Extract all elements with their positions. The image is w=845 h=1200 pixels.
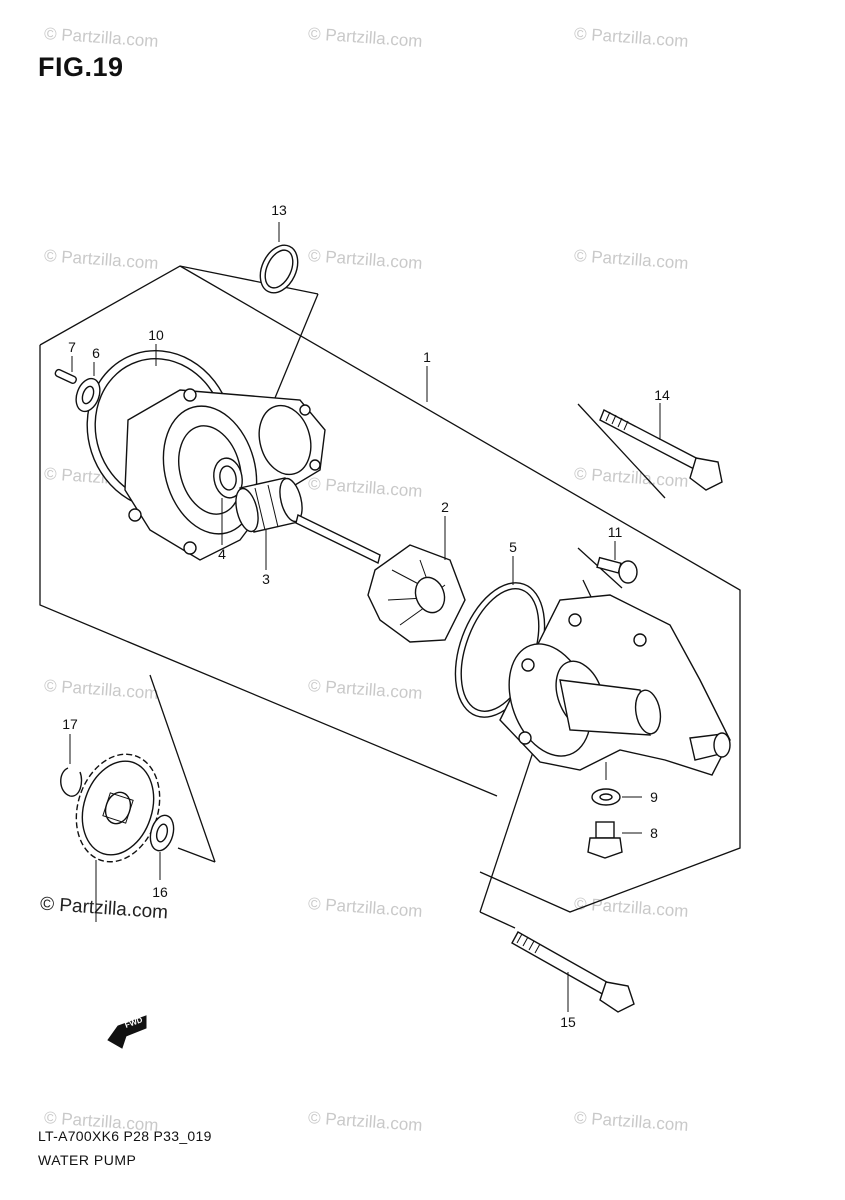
pump-case <box>499 594 731 776</box>
part-11-screw <box>596 541 638 584</box>
callout-8: 8 <box>650 825 658 841</box>
callout-15: 15 <box>560 1014 576 1030</box>
part-8-drain-bolt <box>587 821 642 859</box>
callout-1: 1 <box>423 349 431 365</box>
callout-17: 17 <box>62 716 78 732</box>
figure-caption: WATER PUMP <box>38 1152 137 1168</box>
callout-6: 6 <box>92 345 100 361</box>
callout-16: 16 <box>152 884 168 900</box>
part-4-oil-seal <box>213 457 243 545</box>
pump-gear <box>75 753 161 922</box>
part-3-mechanical-seal <box>235 477 303 570</box>
part-15-bolt <box>511 931 635 1013</box>
callout-4: 4 <box>218 546 226 562</box>
callout-3: 3 <box>262 571 270 587</box>
figure-title: FIG.19 <box>38 52 124 82</box>
model-code: LT-A700XK6 P28 P33_019 <box>38 1128 212 1144</box>
callout-2: 2 <box>441 499 449 515</box>
callout-11: 11 <box>608 524 623 540</box>
part-9-gasket <box>591 762 642 806</box>
part-2-impeller-shaft <box>295 513 466 643</box>
part-13-o-ring <box>259 222 299 294</box>
callout-7: 7 <box>68 339 76 355</box>
callout-13: 13 <box>271 202 287 218</box>
callout-9: 9 <box>650 789 658 805</box>
callout-5: 5 <box>509 539 517 555</box>
callout-14: 14 <box>654 387 670 403</box>
part-7-pin <box>54 356 77 384</box>
forward-direction-badge: FWD <box>107 1015 147 1049</box>
callout-10: 10 <box>148 327 164 343</box>
part-14-bolt <box>599 403 723 491</box>
part-16-washer <box>149 814 175 880</box>
part-17-circlip <box>60 734 83 797</box>
part-6-washer <box>75 362 101 413</box>
